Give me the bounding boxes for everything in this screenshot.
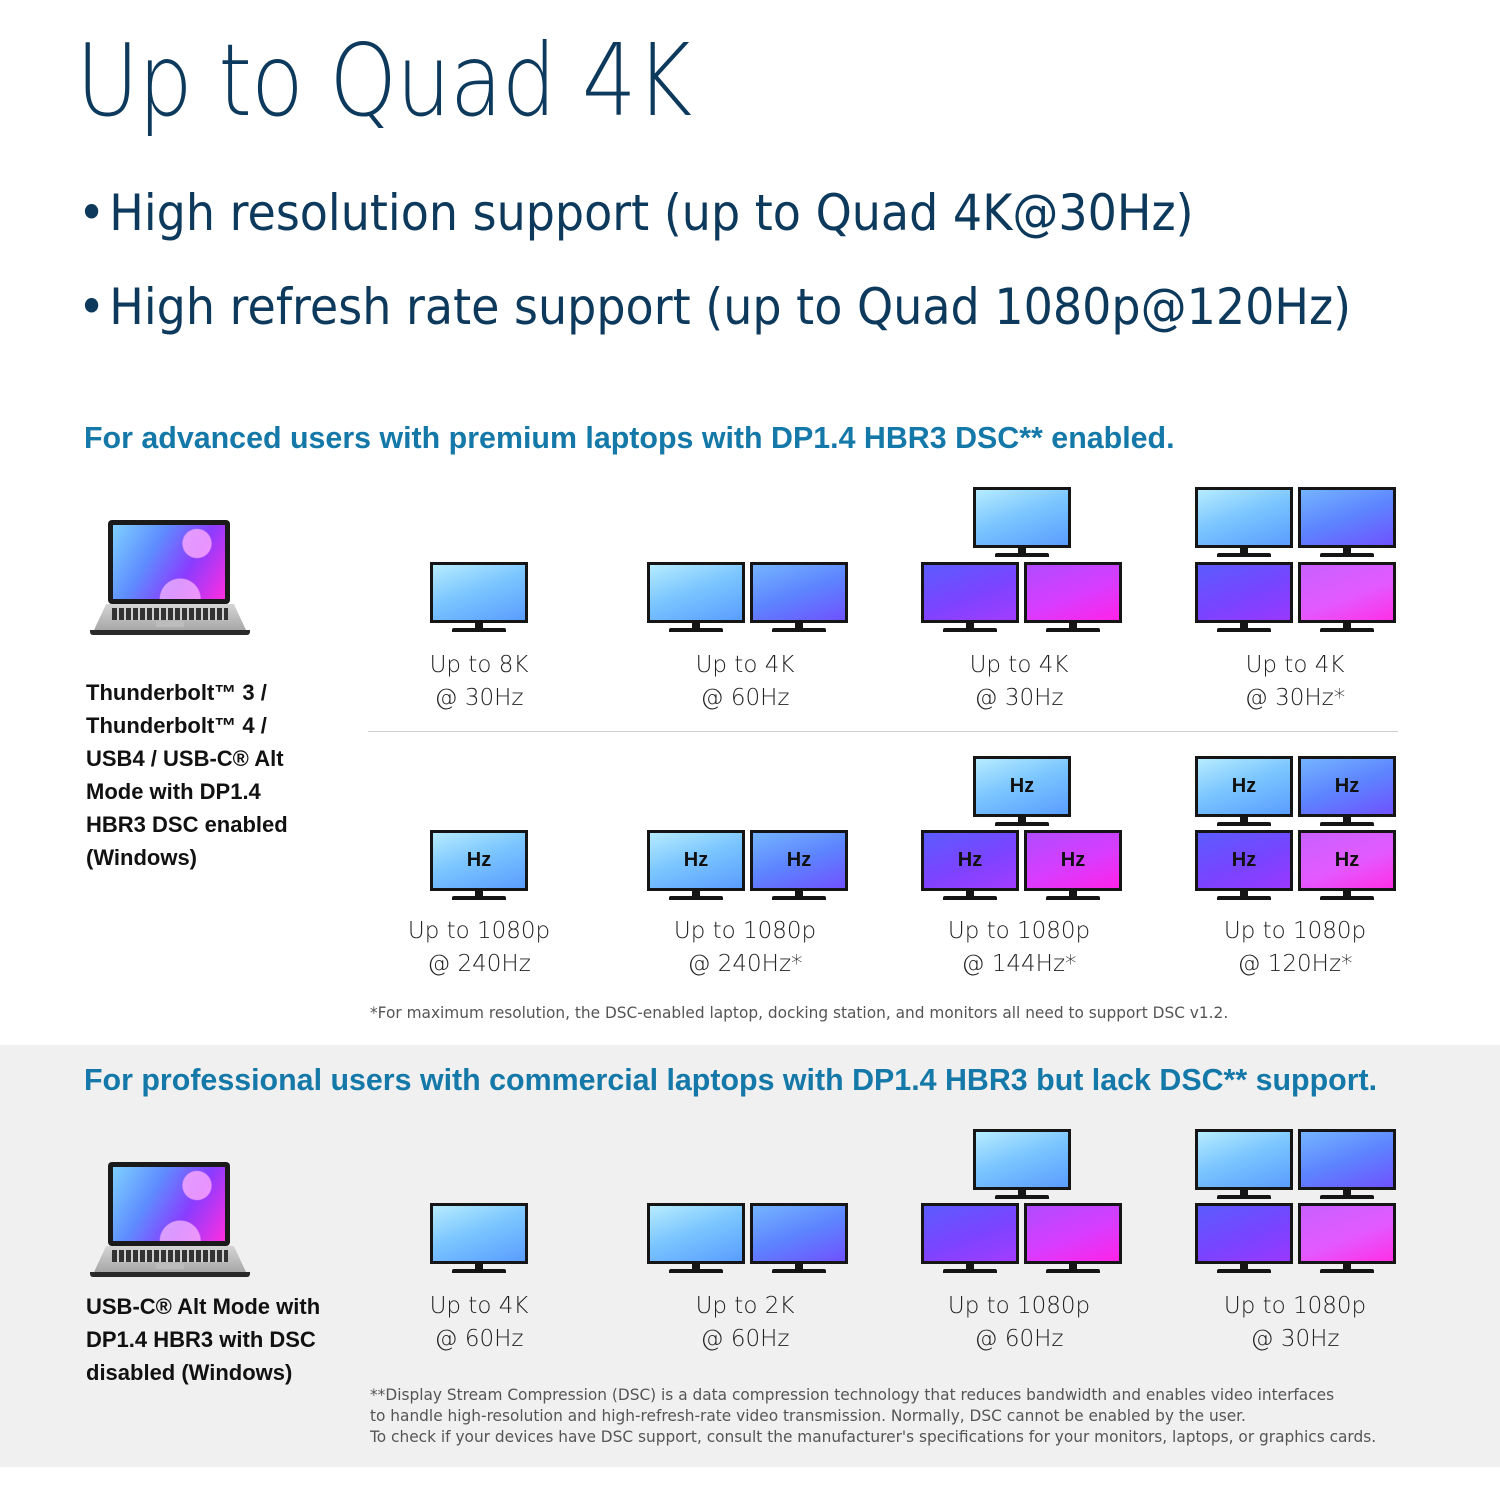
monitor-icon (1195, 562, 1293, 634)
monitor-icon (921, 1203, 1019, 1275)
hz-label: Hz (921, 830, 1019, 891)
monitor-icon (1195, 1203, 1293, 1275)
monitor-icon (1298, 1203, 1396, 1275)
device-label-dsc-disabled: USB-C® Alt Mode with DP1.4 HBR3 with DSC… (86, 1294, 321, 1385)
monitor-icon: Hz (973, 756, 1071, 828)
laptop-lid (108, 520, 230, 604)
monitor-icon: Hz (921, 830, 1019, 902)
monitor-icon: Hz (1024, 830, 1122, 902)
hz-label: Hz (647, 830, 745, 891)
monitor-icon (430, 1203, 528, 1275)
laptop-keyboard (112, 608, 228, 620)
monitor-icon: Hz (1195, 830, 1293, 902)
config-caption: Up to 1080p @ 240Hz* (673, 918, 817, 977)
bullet-dot-icon: • (78, 278, 106, 336)
monitor-icon (750, 562, 848, 634)
footnote-dsc-requirement: *For maximum resolution, the DSC-enabled… (370, 1003, 1229, 1022)
hz-label: Hz (973, 756, 1071, 817)
config-caption: Up to 4K @ 30Hz (969, 652, 1069, 711)
laptop-icon (90, 1162, 250, 1282)
hz-label: Hz (1298, 756, 1396, 817)
hz-label: Hz (1298, 830, 1396, 891)
laptop-screen (113, 525, 225, 599)
laptop-edge (90, 630, 250, 635)
monitor-icon: Hz (647, 830, 745, 902)
config-caption: Up to 1080p @ 144Hz* (947, 918, 1091, 977)
config-caption: Up to 4K @ 60Hz (695, 652, 795, 711)
monitor-icon: Hz (1298, 830, 1396, 902)
bullet-text: High refresh rate support (up to Quad 10… (109, 278, 1352, 336)
section-heading-dsc-disabled: For professional users with commercial l… (84, 1062, 1378, 1097)
monitor-icon (1195, 1129, 1293, 1201)
config-caption: Up to 2K @ 60Hz (695, 1293, 795, 1352)
monitor-icon (647, 1203, 745, 1275)
config-caption: Up to 4K @ 60Hz (429, 1293, 529, 1352)
device-label-dsc-enabled: Thunderbolt™ 3 / Thunderbolt™ 4 / USB4 /… (86, 680, 288, 870)
monitor-icon (1298, 487, 1396, 559)
config-caption: Up to 1080p @ 60Hz (947, 1293, 1091, 1352)
monitor-icon (973, 487, 1071, 559)
feature-bullet-refresh: •High refresh rate support (up to Quad 1… (78, 278, 1351, 336)
page-title: Up to Quad 4K (76, 22, 692, 139)
config-caption: Up to 8K @ 30Hz (429, 652, 529, 711)
config-caption: Up to 1080p @ 30Hz (1223, 1293, 1367, 1352)
monitor-icon (750, 1203, 848, 1275)
row-divider (368, 731, 1398, 732)
laptop-icon (90, 520, 250, 640)
monitor-icon (973, 1129, 1071, 1201)
monitor-icon (1298, 1129, 1396, 1201)
config-caption: Up to 1080p @ 120Hz* (1223, 918, 1367, 977)
hz-label: Hz (1195, 756, 1293, 817)
monitor-icon: Hz (1298, 756, 1396, 828)
monitor-icon (1195, 487, 1293, 559)
monitor-icon (1024, 562, 1122, 634)
monitor-icon (647, 562, 745, 634)
monitor-icon: Hz (750, 830, 848, 902)
feature-bullet-resolution: •High resolution support (up to Quad 4K@… (78, 184, 1194, 242)
hz-label: Hz (750, 830, 848, 891)
monitor-icon (1298, 562, 1396, 634)
bullet-text: High resolution support (up to Quad 4K@3… (109, 184, 1194, 242)
hz-label: Hz (430, 830, 528, 891)
section-heading-dsc-enabled: For advanced users with premium laptops … (84, 420, 1175, 455)
config-caption: Up to 1080p @ 240Hz (407, 918, 551, 977)
monitor-icon (921, 562, 1019, 634)
monitor-icon (430, 562, 528, 634)
monitor-icon: Hz (1195, 756, 1293, 828)
monitor-icon (1024, 1203, 1122, 1275)
monitor-icon: Hz (430, 830, 528, 902)
config-caption: Up to 4K @ 30Hz* (1244, 652, 1346, 711)
laptop-trackpad (156, 621, 184, 627)
bullet-dot-icon: • (78, 184, 106, 242)
hz-label: Hz (1195, 830, 1293, 891)
footnote-dsc-definition: **Display Stream Compression (DSC) is a … (370, 1385, 1377, 1446)
hz-label: Hz (1024, 830, 1122, 891)
